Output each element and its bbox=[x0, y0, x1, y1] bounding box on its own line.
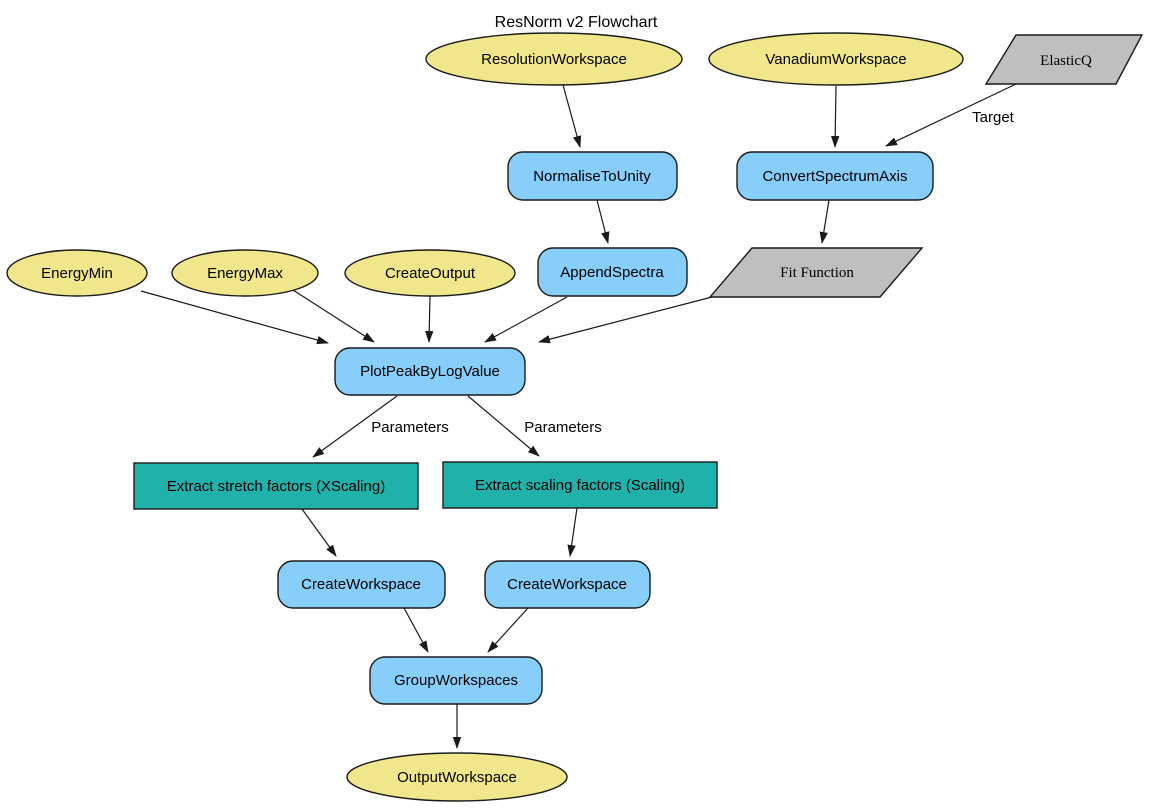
append-spectra-shape bbox=[537, 247, 688, 297]
node-energy-max: EnergyMax bbox=[171, 249, 319, 297]
elastic-q-shape bbox=[984, 34, 1144, 85]
edge-plotpeak-to-extractstretch bbox=[312, 395, 398, 458]
node-normalise-to-unity: NormaliseToUnity bbox=[507, 151, 678, 201]
normalise-to-unity-label: NormaliseToUnity bbox=[533, 168, 651, 185]
edge-appendspectra-to-plotpeak bbox=[484, 296, 568, 343]
edge-createoutput-to-plotpeak bbox=[425, 295, 434, 343]
node-create-workspace-scaling: CreateWorkspace bbox=[484, 560, 651, 609]
edge-label-target: Target bbox=[972, 109, 1015, 126]
vanadium-workspace-label: VanadiumWorkspace bbox=[765, 51, 906, 68]
edge-fitfunction-to-plotpeak bbox=[538, 296, 713, 344]
edge-label-parameters-right: Parameters bbox=[524, 419, 602, 436]
resolution-workspace-label: ResolutionWorkspace bbox=[481, 51, 627, 68]
edge-extractstretch-to-createworkspace1 bbox=[301, 508, 337, 557]
output-workspace-label: OutputWorkspace bbox=[397, 769, 517, 786]
node-vanadium-workspace: VanadiumWorkspace bbox=[708, 32, 964, 86]
vanadium-workspace-shape bbox=[708, 32, 964, 86]
edge-energymin-to-plotpeak bbox=[140, 290, 329, 345]
fit-function-shape bbox=[708, 247, 924, 298]
resolution-workspace-shape bbox=[425, 32, 683, 86]
node-plot-peak-by-log-value: PlotPeakByLogValue bbox=[334, 347, 526, 396]
node-create-workspace-xscaling: CreateWorkspace bbox=[277, 560, 446, 609]
append-spectra-label: AppendSpectra bbox=[560, 264, 664, 281]
edge-normalisetounity-to-appendspectra bbox=[596, 199, 610, 244]
extract-scaling-factors-shape bbox=[442, 461, 718, 509]
convert-spectrum-axis-label: ConvertSpectrumAxis bbox=[762, 168, 907, 185]
node-extract-stretch-factors: Extract stretch factors (XScaling) bbox=[133, 462, 419, 510]
edge-convertspectrumaxis-to-fitfunction bbox=[819, 199, 830, 244]
diagram-title: ResNorm v2 Flowchart bbox=[495, 14, 658, 31]
edge-createworkspace1-to-groupworkspaces bbox=[403, 607, 429, 653]
node-output-workspace: OutputWorkspace bbox=[346, 752, 568, 802]
node-extract-scaling-factors: Extract scaling factors (Scaling) bbox=[442, 461, 718, 509]
energy-min-shape bbox=[6, 249, 148, 297]
edges bbox=[140, 83, 1017, 749]
group-workspaces-shape bbox=[369, 656, 543, 705]
node-resolution-workspace: ResolutionWorkspace bbox=[425, 32, 683, 86]
edge-plotpeak-to-extractscaling bbox=[467, 395, 540, 457]
output-workspace-shape bbox=[346, 752, 568, 802]
node-group-workspaces: GroupWorkspaces bbox=[369, 656, 543, 705]
edge-energymax-to-plotpeak bbox=[292, 289, 375, 343]
plot-peak-by-log-value-label: PlotPeakByLogValue bbox=[360, 363, 500, 380]
create-output-label: CreateOutput bbox=[385, 265, 476, 282]
edge-createworkspace2-to-groupworkspaces bbox=[487, 607, 529, 653]
group-workspaces-label: GroupWorkspaces bbox=[394, 672, 518, 689]
create-workspace-xscaling-shape bbox=[277, 560, 446, 609]
node-energy-min: EnergyMin bbox=[6, 249, 148, 297]
edge-vanadiumworkspace-to-convertspectrumaxis bbox=[830, 85, 840, 148]
node-create-output: CreateOutput bbox=[344, 249, 516, 297]
extract-scaling-factors-label: Extract scaling factors (Scaling) bbox=[475, 477, 685, 494]
plot-peak-by-log-value-shape bbox=[334, 347, 526, 396]
edge-label-parameters-left: Parameters bbox=[371, 419, 449, 436]
node-convert-spectrum-axis: ConvertSpectrumAxis bbox=[736, 151, 934, 201]
elastic-q-label: ElasticQ bbox=[1040, 53, 1092, 69]
edge-extractscaling-to-createworkspace2 bbox=[567, 507, 578, 557]
create-output-shape bbox=[344, 249, 516, 297]
node-append-spectra: AppendSpectra bbox=[537, 247, 688, 297]
normalise-to-unity-shape bbox=[507, 151, 678, 201]
create-workspace-scaling-label: CreateWorkspace bbox=[507, 576, 627, 593]
extract-stretch-factors-label: Extract stretch factors (XScaling) bbox=[167, 478, 385, 495]
edge-resolutionworkspace-to-normalisetounity bbox=[562, 84, 582, 148]
edge-elasticq-to-convertspectrumaxis bbox=[885, 83, 1017, 147]
energy-max-label: EnergyMax bbox=[207, 265, 283, 282]
fit-function-label: Fit Function bbox=[780, 265, 854, 281]
energy-min-label: EnergyMin bbox=[41, 265, 113, 282]
extract-stretch-factors-shape bbox=[133, 462, 419, 510]
energy-max-shape bbox=[171, 249, 319, 297]
create-workspace-scaling-shape bbox=[484, 560, 651, 609]
node-fit-function: Fit Function bbox=[708, 247, 924, 298]
create-workspace-xscaling-label: CreateWorkspace bbox=[301, 576, 421, 593]
convert-spectrum-axis-shape bbox=[736, 151, 934, 201]
node-elastic-q: ElasticQ bbox=[984, 34, 1144, 85]
